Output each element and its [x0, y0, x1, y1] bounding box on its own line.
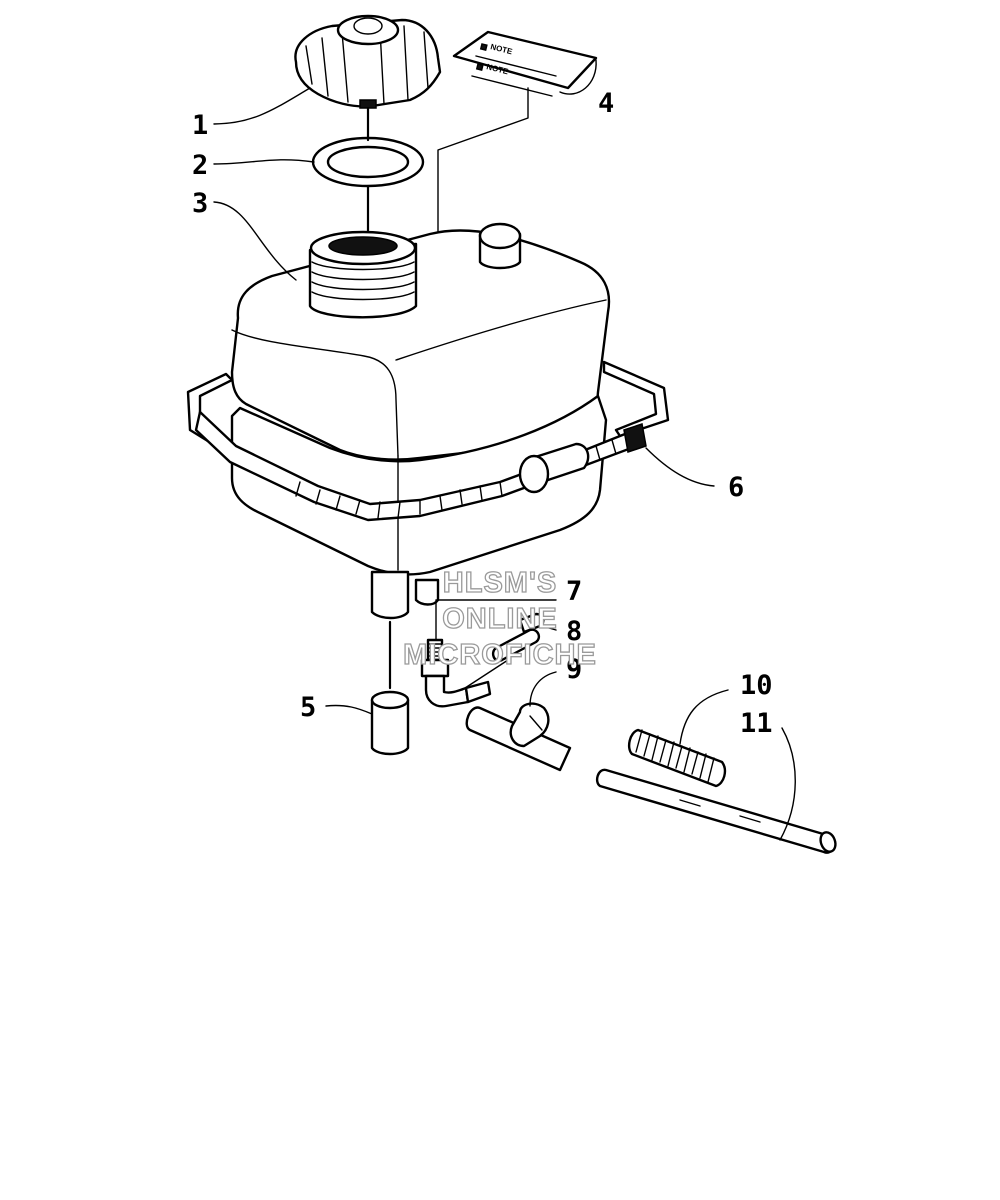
watermark-line-2: ONLINE	[442, 603, 558, 635]
callout-1: 1	[192, 110, 208, 141]
tank	[230, 222, 611, 620]
hose-leader	[779, 727, 796, 841]
watermark-line-1: HLSM'S	[443, 567, 557, 599]
elbow-fitting	[420, 638, 492, 708]
pin-leader	[541, 625, 557, 631]
fitting-leader	[435, 599, 557, 641]
callout-10: 10	[740, 670, 773, 701]
cap-leader	[213, 87, 311, 125]
callout-3: 3	[192, 188, 208, 219]
callout-6: 6	[728, 472, 744, 503]
fuel-hose	[595, 768, 837, 854]
callout-4: 4	[598, 88, 614, 119]
callout-9: 9	[566, 654, 582, 685]
tank-leader	[213, 201, 297, 281]
decal: NOTE NOTE	[452, 30, 598, 97]
centerline-fitting	[461, 659, 509, 691]
spring-leader	[679, 689, 729, 745]
strap	[186, 360, 670, 522]
clamp-leader	[529, 671, 557, 707]
spring-guard	[627, 728, 727, 788]
strap-leader	[645, 447, 715, 487]
gasket	[311, 136, 425, 188]
hose-clamp	[465, 702, 572, 772]
watermark-line-3: MICROFICHE	[403, 639, 597, 671]
callout-2: 2	[192, 150, 208, 181]
callout-11: 11	[740, 708, 773, 739]
pin	[491, 612, 545, 662]
sleeve	[370, 690, 410, 756]
callout-5: 5	[300, 692, 316, 723]
callout-8: 8	[566, 616, 582, 647]
watermark: HLSM'S ONLINE MICROFICHE	[403, 566, 597, 671]
filler-cap	[294, 14, 442, 109]
sleeve-leader	[325, 704, 373, 715]
decal-callout-leader	[559, 59, 597, 95]
callout-7: 7	[566, 576, 582, 607]
gasket-leader	[213, 159, 315, 165]
